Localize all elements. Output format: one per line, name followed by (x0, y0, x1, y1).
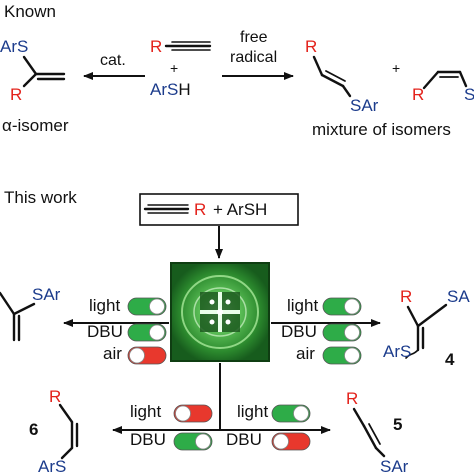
right-light-label: light (287, 296, 318, 315)
p4-number: 4 (445, 350, 455, 369)
bottom-right-light-toggle-on (271, 404, 311, 423)
left-light-label: light (89, 296, 120, 315)
left-air-toggle-off (127, 346, 167, 365)
left-air-label: air (103, 344, 122, 363)
p4-ArS: ArS (383, 342, 411, 361)
z-R: R (412, 85, 424, 104)
bl-light-label: light (130, 402, 161, 421)
bottom-toggles (173, 404, 311, 451)
alkyne-reactant: R (150, 37, 212, 56)
alpha-isomer-label: α-isomer (2, 116, 69, 135)
p5-number: 5 (393, 415, 402, 434)
p4-SAr: SA (447, 287, 470, 306)
left-dbu-label: DBU (87, 322, 123, 341)
cat-label: cat. (100, 52, 126, 69)
reagent-box: R + ArSH (139, 193, 299, 226)
bottom-left-light-toggle-off (173, 404, 213, 423)
right-air-label: air (296, 344, 315, 363)
reactant-plus: + (170, 60, 178, 76)
free-label: free (240, 29, 268, 46)
product-5: R SAr 5 (346, 389, 409, 474)
z-S: S (464, 85, 474, 104)
plus-between-isomers: + (392, 60, 400, 76)
right-dbu-label: DBU (281, 322, 317, 341)
e-SAr: SAr (350, 96, 379, 115)
bottom-left-dbu-toggle-on (173, 432, 213, 451)
this-work-heading: This work (4, 188, 77, 207)
right-toggles (322, 297, 362, 365)
reagent-R: R (194, 200, 206, 219)
alpha-ArS-label: ArS (0, 37, 28, 56)
e-isomer-structure: R SAr (305, 37, 379, 115)
left-dbu-toggle-on (127, 323, 167, 342)
bl-dbu-label: DBU (130, 430, 166, 449)
known-heading: Known (4, 2, 56, 21)
reagent-rest: + ArSH (213, 200, 267, 219)
right-air-toggle-on (322, 346, 362, 365)
reactant-R: R (150, 37, 162, 56)
alpha-isomer-structure: ArS R (0, 37, 66, 104)
p4-R: R (400, 287, 412, 306)
left-light-toggle-on (127, 297, 167, 316)
green-photocatalyst-image (170, 262, 270, 362)
z-isomer-structure: R S (412, 70, 474, 104)
p6-number: 6 (29, 420, 38, 439)
e-R: R (305, 37, 317, 56)
p5-R: R (346, 389, 358, 408)
product-6: R ArS 6 (29, 387, 79, 474)
p5-SAr: SAr (380, 457, 409, 474)
right-light-toggle-on (322, 297, 362, 316)
radical-label: radical (230, 49, 277, 66)
p6-R: R (49, 387, 61, 406)
left-SAr: SAr (32, 285, 61, 304)
mixture-label: mixture of isomers (312, 120, 451, 139)
left-toggles (127, 297, 167, 365)
alpha-R-label: R (10, 85, 22, 104)
reactant-ArSH: ArSH (150, 80, 191, 99)
product-4: R SA ArS 4 (383, 287, 470, 369)
left-product: SAr (0, 285, 61, 342)
bottom-right-dbu-toggle-off (271, 432, 311, 451)
br-dbu-label: DBU (226, 430, 262, 449)
right-dbu-toggle-on (322, 323, 362, 342)
br-light-label: light (237, 402, 268, 421)
p6-ArS: ArS (38, 457, 66, 474)
